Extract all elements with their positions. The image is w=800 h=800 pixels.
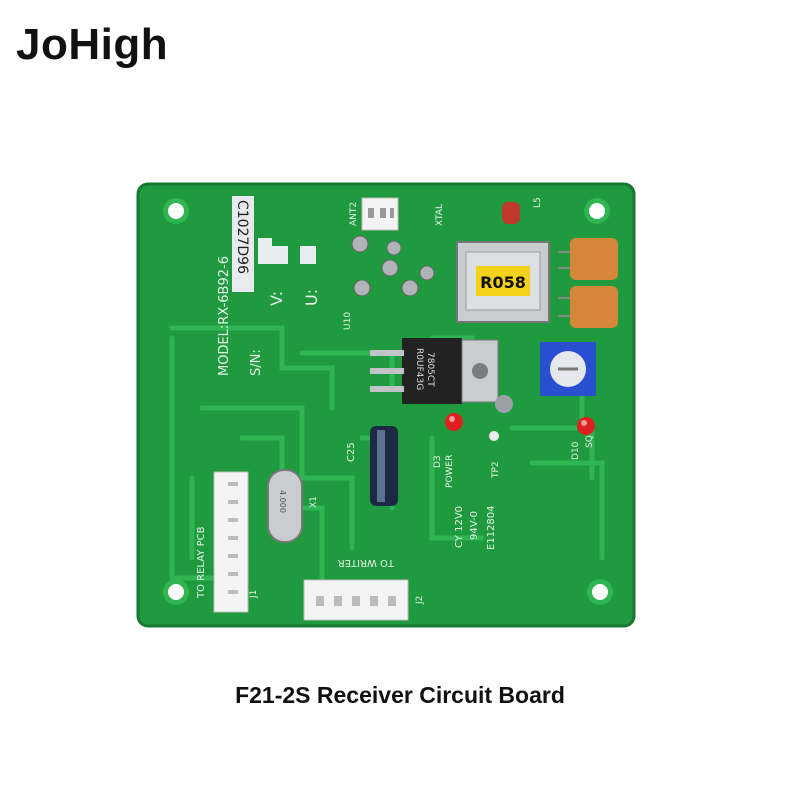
silk-94v: 94V-0 [469, 511, 480, 540]
capacitor-top [570, 238, 618, 280]
crystal-x1 [267, 469, 303, 543]
silk-sq: SQ [585, 435, 595, 448]
silk-u10: U10 [343, 312, 353, 330]
silk-model: MODEL:RX-6B92-6 [217, 256, 232, 376]
regulator-text-1: 7805CT [425, 352, 435, 387]
mounting-holes [163, 198, 613, 605]
test-point-tp2 [489, 431, 499, 441]
silk-ant2: ANT2 [349, 202, 359, 226]
silk-tp2: TP2 [491, 461, 501, 479]
silk-l5: L5 [533, 197, 543, 208]
silk-d10: D10 [571, 441, 581, 460]
silk-u: U: [302, 289, 321, 306]
voltage-regulator [402, 338, 462, 404]
silk-d3: D3 [433, 455, 443, 468]
receiver-circuit-board-photo: C1027D96 MODEL:RX-6B92-6 S/N: V: U: ANT2… [132, 178, 640, 632]
silk-j1: J1 [249, 590, 259, 599]
sq-led [577, 417, 595, 435]
silk-j2: J2 [415, 596, 425, 605]
silk-xtal: XTAL [435, 204, 445, 226]
r058-label [476, 266, 530, 296]
silk-cy: CY 12V0 [454, 506, 465, 548]
inductor-l5 [502, 202, 520, 224]
silk-to-relay: TO RELAY PCB [196, 526, 207, 599]
crystal-x1-text: 4.000 [278, 490, 287, 513]
capacitor-bottom [570, 286, 618, 328]
silk-power: POWER [445, 455, 455, 488]
silk-e112804: E112804 [486, 506, 497, 551]
connector-j1 [213, 471, 249, 613]
serial-number: C1027D96 [234, 200, 250, 274]
silk-to-writer: TO WRITER [338, 557, 395, 568]
r058-text: R058 [480, 273, 526, 292]
silk-sn: S/N: [249, 349, 264, 376]
product-caption: F21-2S Receiver Circuit Board [235, 682, 565, 708]
power-led [445, 413, 463, 431]
regulator-text-2: R0UF43G [414, 348, 424, 390]
transistor-cluster [351, 235, 435, 297]
brand-logo: JoHigh [16, 20, 169, 69]
serial-sticker [232, 196, 254, 292]
silk-v: V: [267, 291, 286, 306]
silk-c25: C25 [346, 442, 357, 462]
silk-x1: X1 [309, 496, 319, 508]
